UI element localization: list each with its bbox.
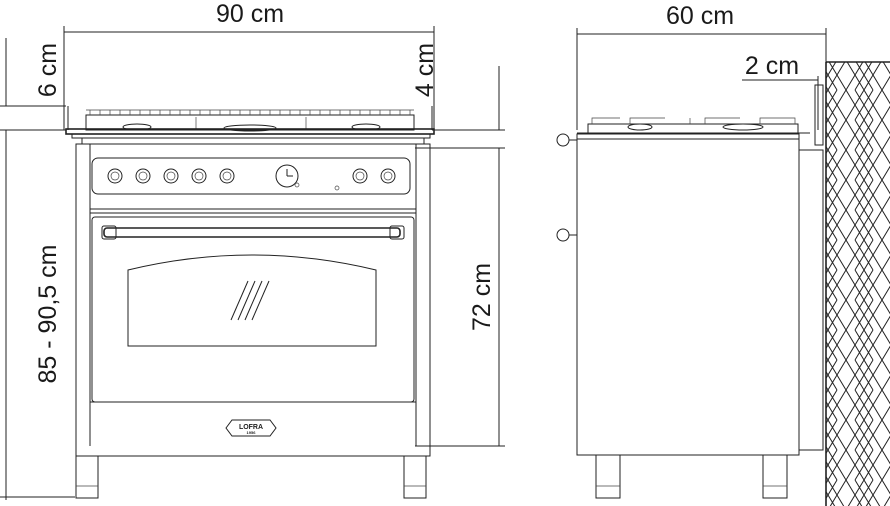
side-knob bbox=[556, 133, 577, 147]
top-height-label: 4 cm bbox=[411, 43, 439, 97]
brand-year: 1956 bbox=[247, 430, 257, 435]
side-handle bbox=[556, 228, 577, 242]
control-knobs bbox=[107, 168, 396, 184]
side-legs bbox=[595, 454, 788, 499]
splash-height-label: 6 cm bbox=[34, 43, 62, 97]
oven-height-label: 72 cm bbox=[468, 263, 496, 331]
front-legs bbox=[75, 455, 427, 499]
front-view: LOFRA 1956 bbox=[65, 106, 435, 499]
clock-dial-icon bbox=[275, 164, 300, 188]
towel-bar bbox=[81, 137, 425, 145]
oven-door bbox=[91, 216, 415, 403]
side-body bbox=[576, 138, 800, 456]
wall-hatch bbox=[825, 61, 890, 506]
oven-handle bbox=[101, 225, 405, 240]
wall-gap-label: 2 cm bbox=[745, 52, 799, 80]
side-view bbox=[556, 84, 824, 499]
burner-grates bbox=[85, 109, 415, 132]
total-height-label: 85 - 90,5 cm bbox=[34, 245, 62, 384]
control-panel bbox=[91, 157, 411, 195]
cooker-body bbox=[75, 143, 431, 457]
oven-window bbox=[127, 254, 377, 347]
indicator-light bbox=[334, 185, 340, 191]
brand-logo: LOFRA 1956 bbox=[225, 419, 277, 437]
back-panel bbox=[798, 149, 824, 451]
width-front-label: 90 cm bbox=[216, 0, 284, 28]
depth-label: 60 cm bbox=[666, 2, 734, 30]
glass-reflection bbox=[230, 280, 270, 321]
brand-name: LOFRA bbox=[239, 424, 263, 431]
